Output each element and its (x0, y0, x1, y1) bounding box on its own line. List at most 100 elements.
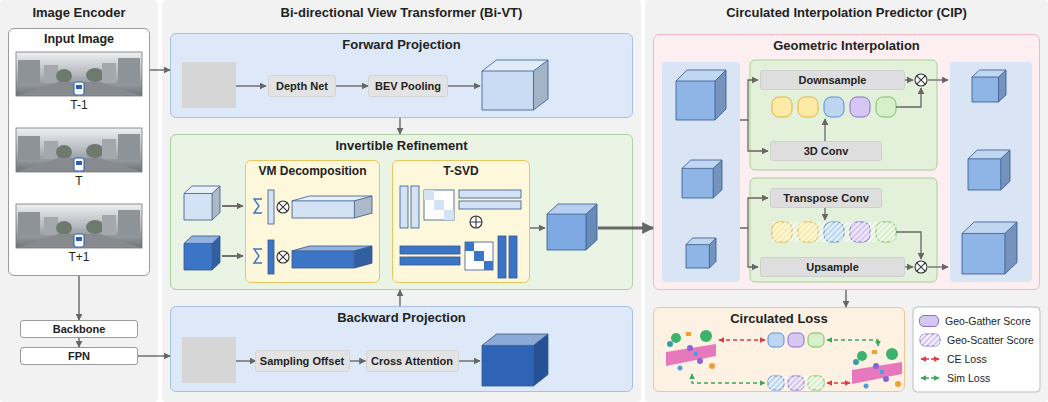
forward-projection-art (182, 60, 548, 110)
sub-module-box: VM Decomposition (245, 160, 380, 283)
interpolation-art (915, 74, 927, 86)
backward-projection-art (236, 360, 256, 361)
backward-projection-art (182, 334, 548, 386)
input-box: Input Image (8, 28, 150, 276)
invertible-refinement-art (530, 227, 545, 228)
backward-projection-art (482, 334, 548, 386)
flow-arrow (78, 338, 79, 347)
flow-arrow (399, 290, 400, 306)
process-box: BEV Pooling (368, 75, 448, 97)
circulated-loss-art (788, 333, 804, 347)
box-title: Invertible Refinement (171, 138, 632, 153)
interpolation-art (824, 119, 825, 141)
box-label: Sampling Offset (260, 355, 344, 367)
input-photos (16, 128, 142, 172)
circulated-loss-art (827, 382, 850, 383)
invertible-refinement-art (184, 186, 633, 278)
input-photos (16, 52, 142, 248)
interpolation-art (972, 70, 1006, 102)
flow-arrow (138, 355, 170, 356)
interpolation-art (798, 222, 818, 242)
interpolation-art (896, 88, 921, 107)
legend-sample (920, 334, 940, 346)
backward-projection-art (182, 337, 236, 383)
legend-sample (921, 377, 939, 378)
interpolation-art (682, 160, 722, 198)
input-photos (16, 204, 142, 248)
process-box: FPN (20, 347, 138, 365)
circulated-loss-art (768, 376, 784, 390)
box-label: Transpose Conv (783, 192, 869, 204)
interpolation-art (905, 266, 913, 267)
invertible-refinement-art (268, 190, 274, 224)
invertible-refinement-art (424, 190, 434, 200)
legend-label: Geo-Scatter Score (947, 334, 1034, 346)
invertible-refinement-art (254, 249, 262, 263)
circulated-loss-art (788, 376, 804, 390)
circulated-loss-art (768, 333, 784, 347)
interpolation-art (850, 97, 870, 117)
legend-sample (919, 333, 941, 347)
box-title: Image Encoder (0, 5, 158, 20)
forward-projection-art (182, 62, 236, 108)
interpolation-art (876, 222, 896, 242)
process-box: Transpose Conv (770, 188, 882, 208)
interpolation-art (824, 222, 844, 242)
circulated-loss-art (719, 339, 765, 340)
invertible-refinement-art (598, 227, 633, 230)
box-title: Circulated Interpolation Predictor (CIP) (645, 5, 1048, 20)
flow-arrow (336, 85, 368, 86)
box-label: Upsample (806, 261, 859, 273)
flow-arrow (845, 290, 846, 307)
box-title: Backward Projection (171, 310, 632, 325)
process-box: Depth Net (268, 75, 336, 97)
interpolation-art (928, 266, 948, 267)
interpolation-art (772, 222, 896, 242)
flow-arrow (78, 276, 79, 320)
box-title: Geometric Interpolation (654, 38, 1039, 53)
frame-label: T+1 (68, 250, 89, 264)
circulated-loss-art (827, 340, 878, 346)
invertible-refinement-art (400, 257, 460, 265)
column-panel: Bi-directional View Transformer (Bi-VT)F… (162, 0, 641, 402)
module-box: Invertible Refinement VM DecompositionT-S… (170, 134, 633, 290)
backward-projection-art (456, 360, 480, 361)
process-box: Sampling Offset (255, 350, 350, 372)
box-label: Downsample (799, 74, 867, 86)
forward-projection-art (448, 85, 480, 86)
legend-row: Sim Loss (919, 370, 990, 386)
column-panel: Image EncoderInput ImageBackboneFPN (0, 0, 158, 402)
box-label: Cross Attention (371, 355, 453, 367)
interpolation-art (915, 261, 927, 273)
circulated-loss-art (692, 374, 765, 383)
interpolation-art (662, 60, 1032, 282)
frame-label: T (75, 174, 82, 188)
invertible-refinement-art (459, 190, 521, 198)
invertible-refinement-art (254, 199, 262, 213)
box-label: Depth Net (276, 80, 328, 92)
box-title: Bi-directional View Transformer (Bi-VT) (162, 5, 641, 20)
process-box: Cross Attention (366, 350, 459, 372)
invertible-refinement-art (184, 186, 220, 220)
sub-module-box: T-SVD (392, 160, 530, 283)
box-label: BEV Pooling (375, 80, 441, 92)
interpolation-art (876, 97, 896, 117)
box-label: Backbone (53, 323, 106, 335)
legend-label: Geo-Gather Score (945, 315, 1031, 327)
invertible-refinement-art (268, 240, 274, 274)
circulated-loss-art (808, 333, 824, 347)
process-box: Upsample (760, 257, 905, 277)
invertible-refinement-art (184, 236, 220, 270)
interpolation-art (905, 79, 913, 80)
legend-sample (919, 371, 941, 385)
invertible-refinement-art (509, 236, 517, 278)
process-box: Backbone (20, 320, 138, 338)
forward-projection-art (236, 85, 266, 86)
legend-swatch (919, 315, 939, 327)
forward-projection-art (482, 60, 548, 110)
invertible-refinement-art (474, 251, 484, 261)
input-photos (16, 52, 142, 96)
module-box: Circulated Loss (653, 307, 905, 392)
